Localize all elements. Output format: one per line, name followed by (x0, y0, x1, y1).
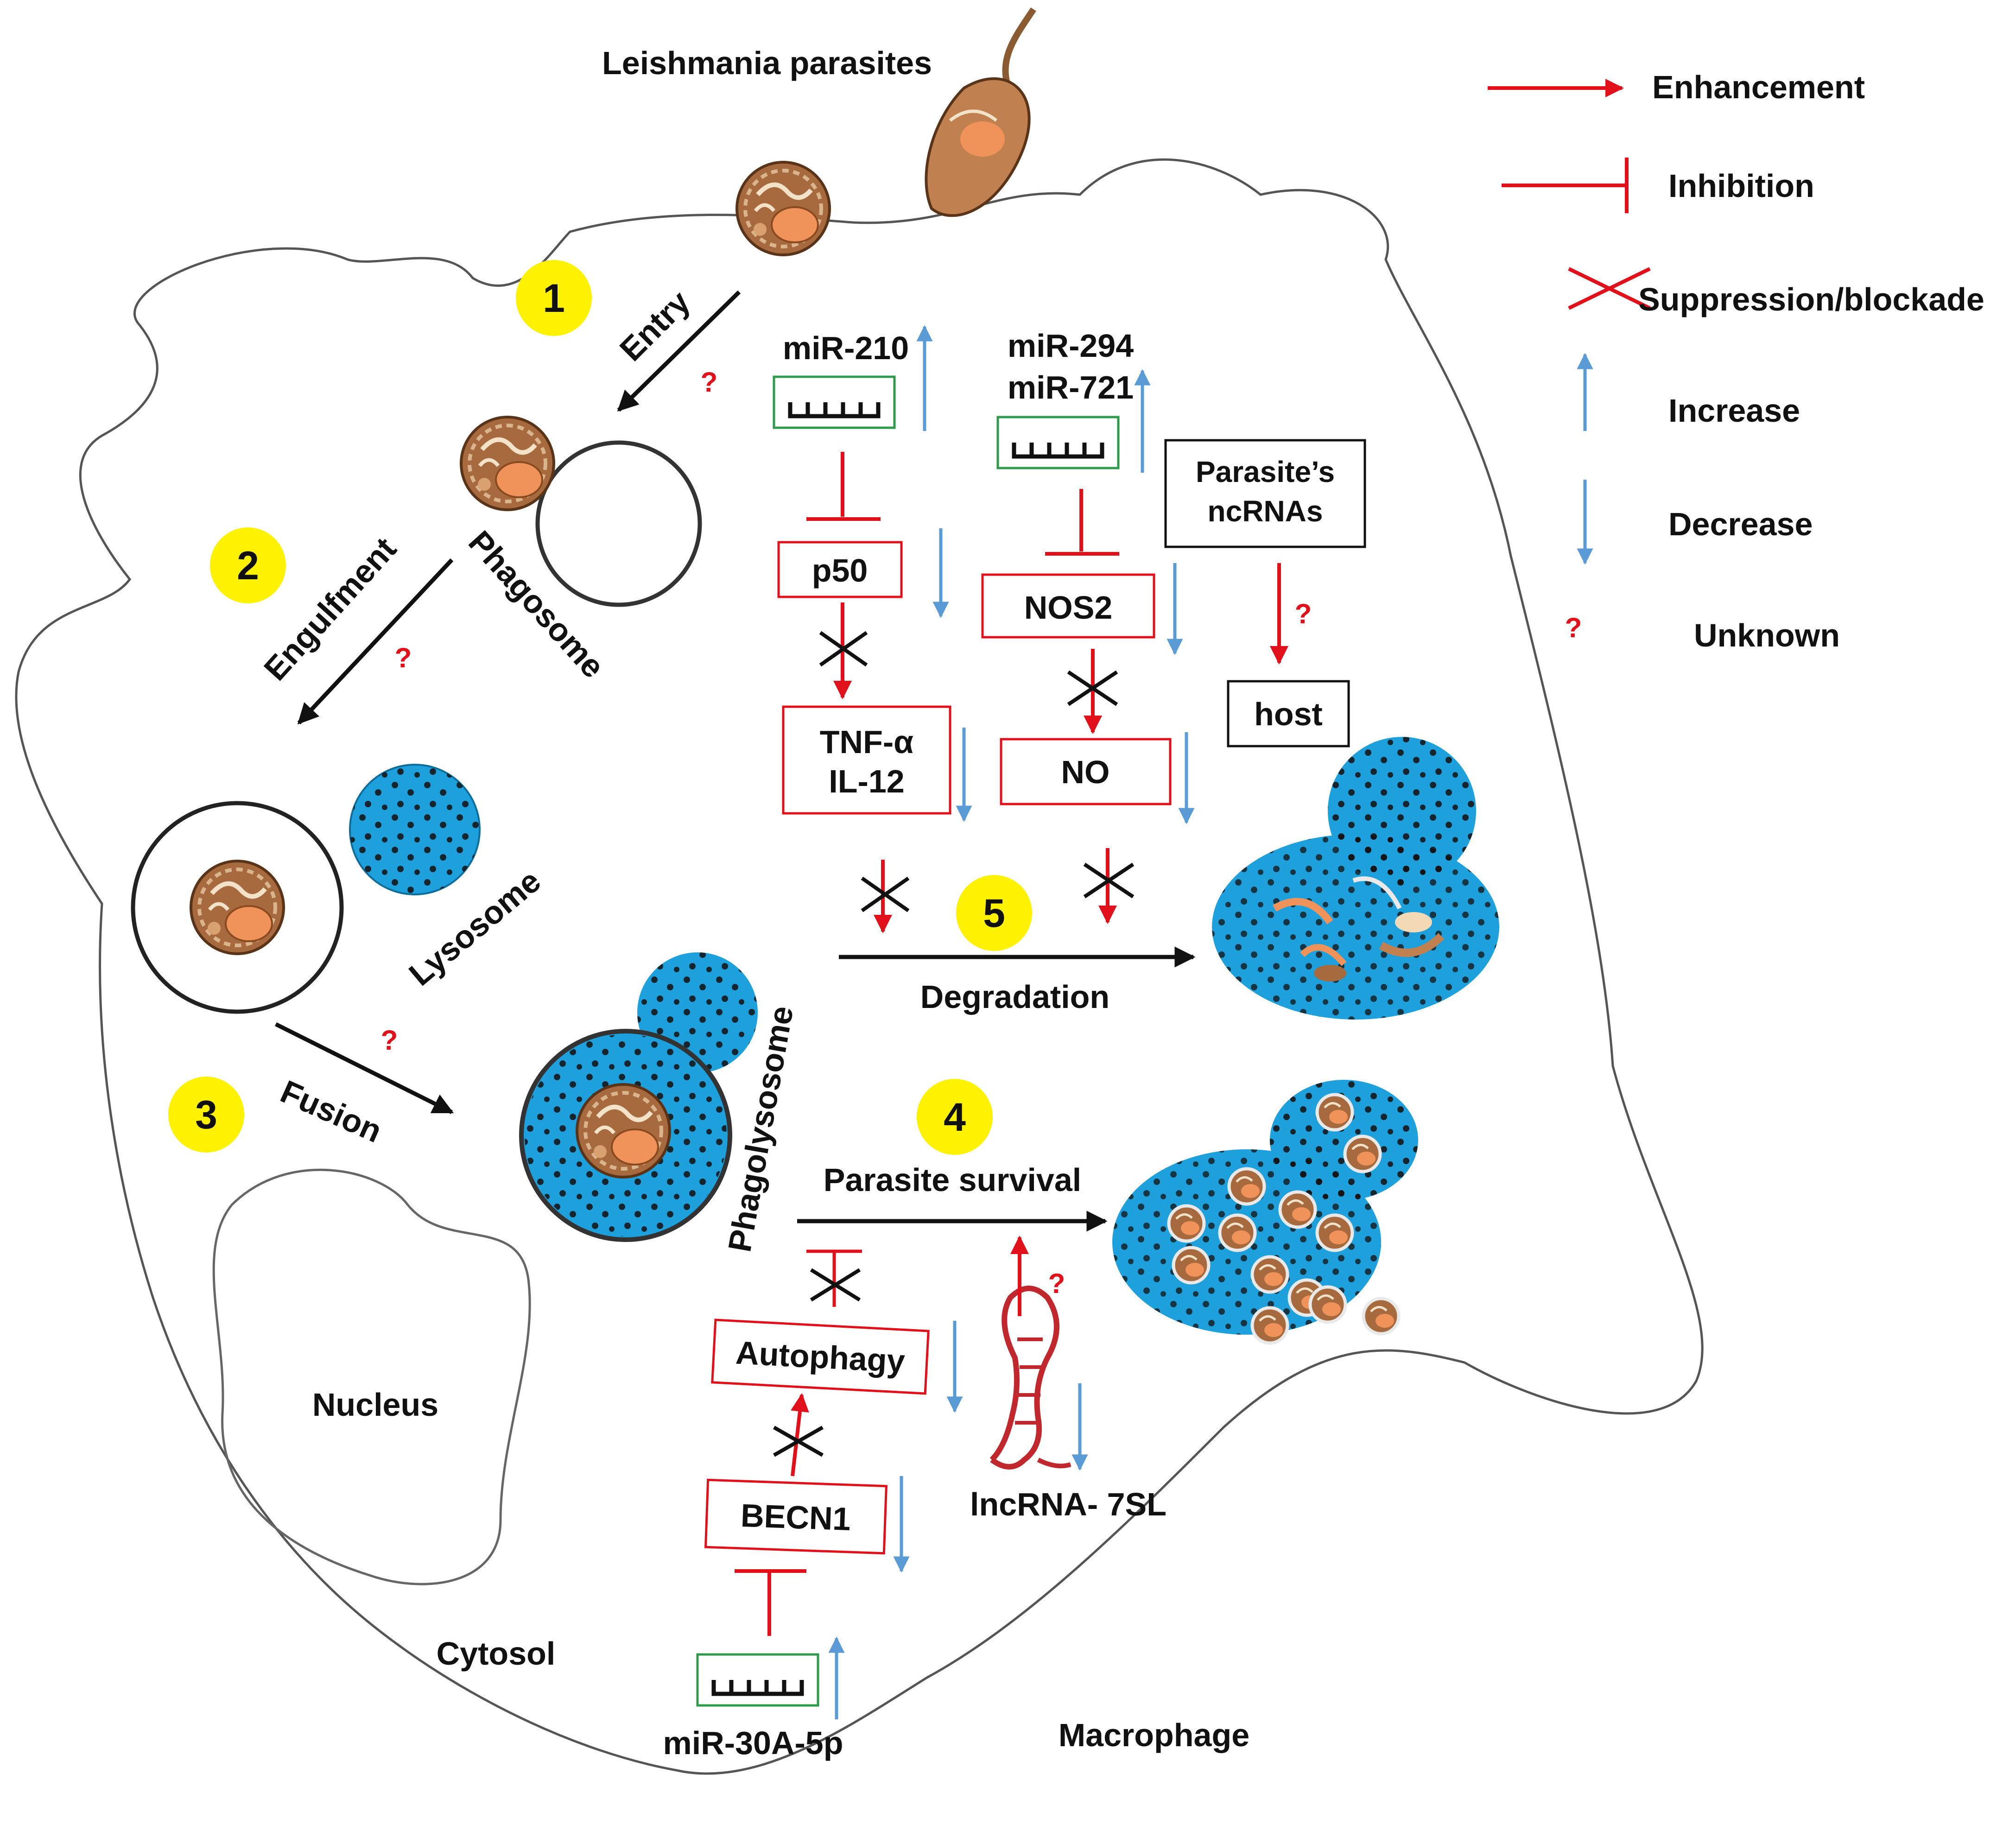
macrophage-membrane (15, 158, 1704, 1775)
parasite-in-phagolysosome (577, 1084, 670, 1177)
parasite-survival-label: Parasite survival (824, 1162, 1081, 1198)
no-box (1000, 738, 1172, 805)
p50-box (777, 541, 903, 598)
tnf-degradation-blockade-cross (861, 876, 910, 912)
p50-label: p50 (812, 552, 868, 589)
replicating-parasite-vacuole (1112, 1080, 1418, 1343)
parasite-ncrnas-line1: Parasite’s (1196, 455, 1335, 488)
engulfed-parasite (191, 861, 284, 954)
unknown-mark-engulfment: ? (395, 642, 412, 673)
unknown-mark-lncrna: ? (1048, 1268, 1065, 1299)
nos2-box (981, 573, 1155, 639)
p50-tnf-blockade-cross (819, 631, 868, 667)
mir-30a-box (697, 1654, 818, 1705)
parasite-ncrnas-box (1164, 439, 1366, 548)
nucleus-membrane (212, 1168, 531, 1585)
cytosol-label: Cytosol (437, 1635, 556, 1672)
degradation-label: Degradation (920, 979, 1109, 1015)
mir-210-label: miR-210 (783, 330, 909, 366)
fusion-label: Fusion (275, 1073, 387, 1150)
becn1-label: BECN1 (740, 1497, 851, 1537)
tnf-il12-box (782, 705, 951, 815)
mir-294-inhibits-nos2 (1045, 489, 1119, 556)
lncrna-7sl-hairpin (989, 1286, 1071, 1470)
tnf-alpha-label: TNF-α (820, 724, 913, 760)
unknown-mark-entry: ? (701, 367, 718, 398)
parasite-in-phagosome (461, 417, 554, 510)
legend-suppression-symbol (1568, 267, 1651, 310)
fusion-arrow (274, 1022, 454, 1115)
nos2-label: NOS2 (1024, 589, 1113, 626)
macrophage-label: Macrophage (1059, 1717, 1249, 1753)
legend: Enhancement Inhibition Suppression/block… (1488, 69, 1984, 653)
no-label: NO (1061, 754, 1110, 790)
svg-text:4: 4 (944, 1095, 966, 1140)
legend-suppression-label: Suppression/blockade (1638, 281, 1984, 317)
step-4-marker: 4 (917, 1079, 993, 1155)
autophagy-box (711, 1318, 930, 1395)
becn1-to-autophagy-arrow (791, 1393, 809, 1476)
phagosome-label: Phagosome (462, 524, 611, 684)
mir-210-box (774, 377, 894, 428)
engulfment-arrow (297, 558, 454, 725)
host-box (1227, 680, 1350, 748)
il-12-label: IL-12 (829, 763, 904, 799)
nucleus-label: Nucleus (312, 1387, 438, 1423)
nos2-no-blockade-cross (1067, 670, 1118, 706)
step-3-marker: 3 (168, 1077, 244, 1153)
degraded-parasite-vacuole (1212, 737, 1499, 1020)
svg-text:2: 2 (237, 544, 259, 588)
engulfed-parasite-vacuole (131, 801, 344, 1014)
amastigote-entry (737, 162, 830, 255)
legend-decrease-label: Decrease (1668, 506, 1813, 542)
parasite-ncrnas-line2: ncRNAs (1208, 494, 1323, 528)
mir-721-label: miR-721 (1008, 369, 1134, 406)
step-1-marker: 1 (516, 260, 592, 336)
mir-294-label: miR-294 (1008, 328, 1134, 364)
legend-increase-label: Increase (1668, 393, 1800, 429)
unknown-mark-fusion: ? (381, 1025, 398, 1056)
host-label: host (1254, 696, 1323, 732)
entry-arrow (617, 290, 741, 412)
no-degradation-blockade-cross (1083, 862, 1135, 899)
entry-label: Entry (613, 284, 697, 368)
mir-294-721-box (998, 417, 1118, 468)
leishmania-label: Leishmania parasites (602, 45, 932, 81)
svg-text:3: 3 (195, 1093, 217, 1137)
unknown-mark-ncrnas: ? (1295, 598, 1312, 629)
lncrna-7sl-label: lncRNA- 7SL (970, 1486, 1166, 1522)
autophagy-label: Autophagy (735, 1334, 906, 1379)
becn1-box (704, 1478, 888, 1555)
step-5-marker: 5 (956, 875, 1032, 951)
becn1-autophagy-blockade-cross (773, 1426, 824, 1457)
legend-unknown-symbol: ? (1565, 612, 1582, 643)
phagosome-vacuole (535, 440, 702, 607)
autophagy-inhibits-survival (806, 1249, 862, 1307)
step-2-marker: 2 (210, 527, 286, 603)
legend-enhancement-label: Enhancement (1652, 69, 1865, 105)
legend-inhibition-label: Inhibition (1668, 168, 1814, 204)
svg-text:5: 5 (983, 891, 1005, 936)
legend-unknown-label: Unknown (1694, 617, 1840, 653)
autophagy-blockade-cross (810, 1268, 861, 1302)
promastigote-parasite (925, 7, 1036, 217)
mir-30a-label: miR-30A-5p (663, 1725, 843, 1761)
svg-text:1: 1 (543, 276, 565, 321)
legend-inhibition-symbol (1502, 158, 1629, 213)
mir-30a-inhibits-becn1 (735, 1569, 806, 1636)
mir-210-inhibits-p50 (806, 452, 881, 521)
